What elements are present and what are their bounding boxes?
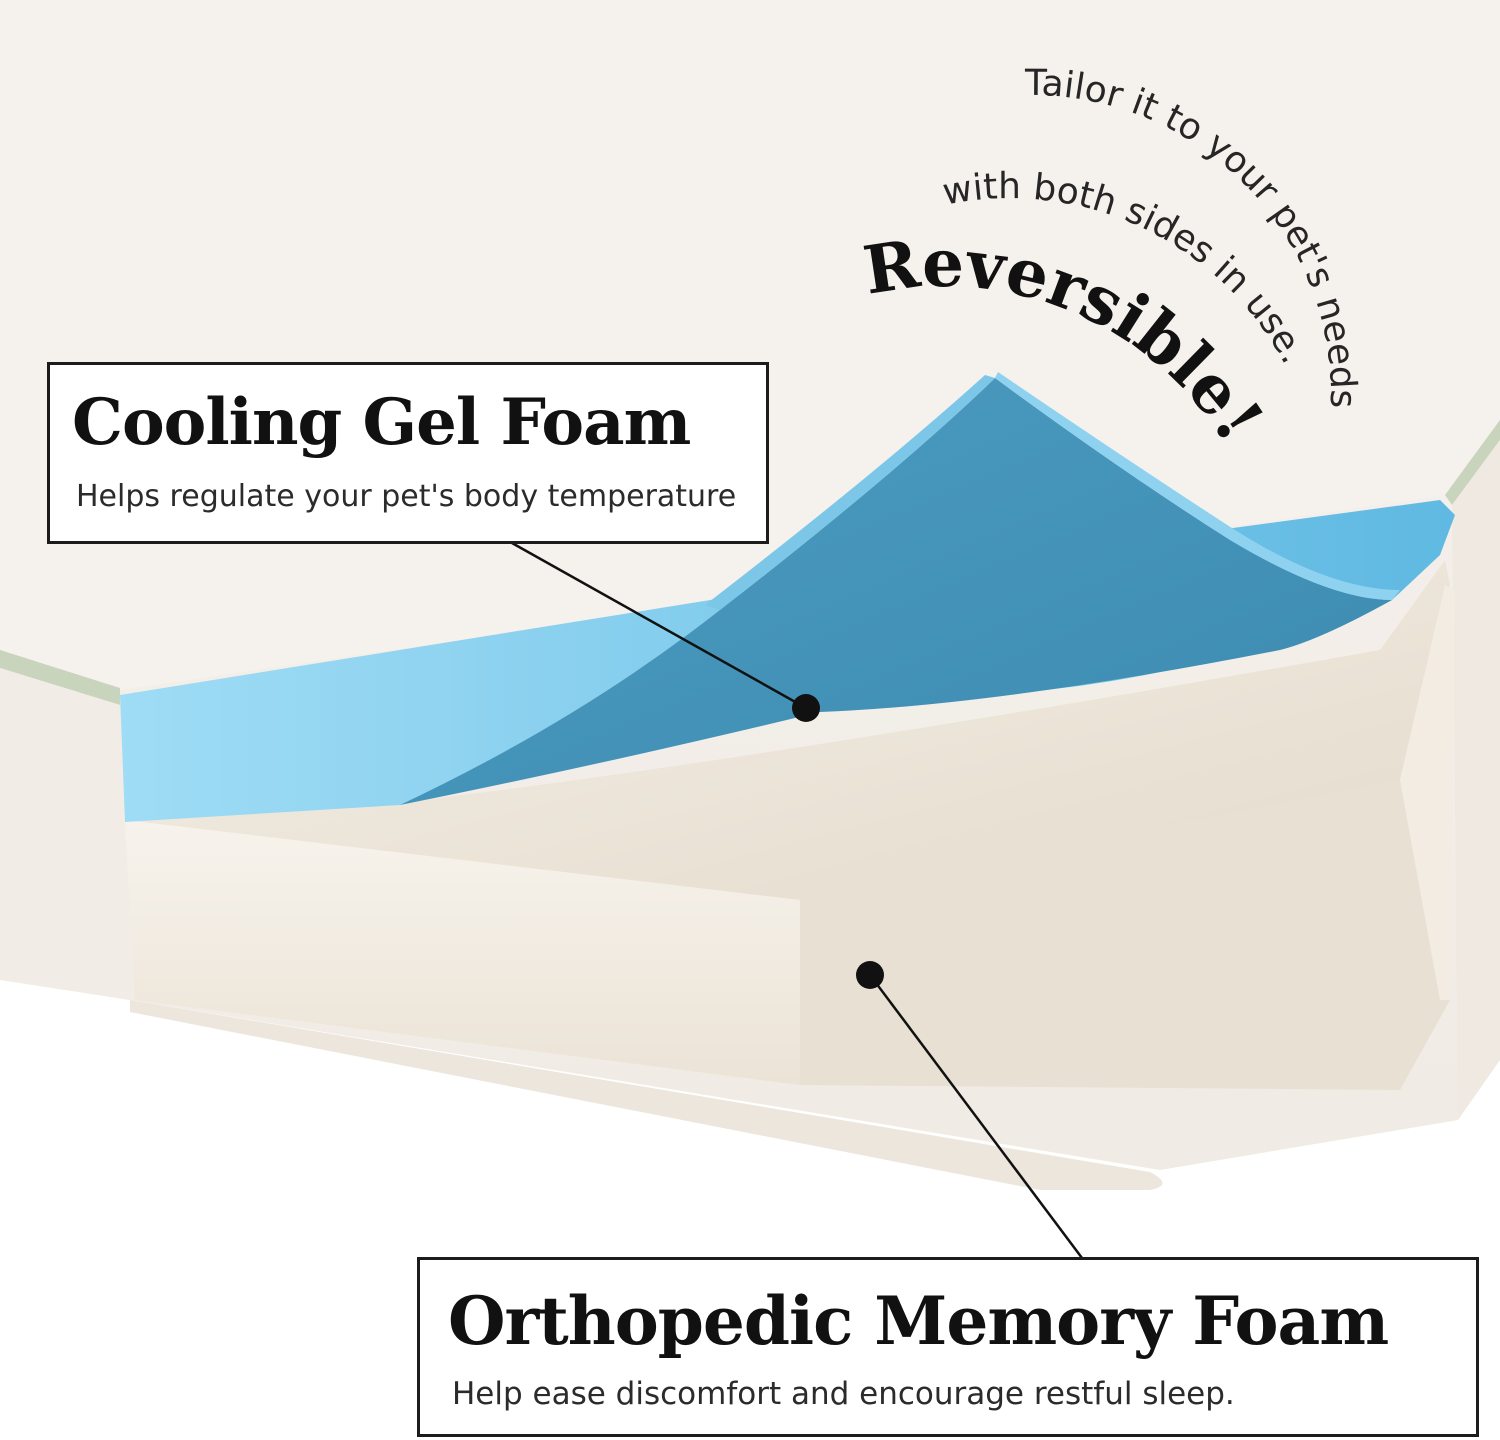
gel-foam-peeled	[400, 378, 1392, 805]
cover-base-edge	[130, 1000, 1163, 1190]
cover-side-left	[0, 668, 130, 1000]
memory-foam-front	[125, 820, 800, 1085]
memory-foam-top	[125, 560, 1450, 900]
gel-leader-line	[511, 541, 807, 710]
memory-foam-subtitle: Help ease discomfort and encourage restf…	[452, 1376, 1235, 1412]
gel-foam-callout: Cooling Gel Foam Helps regulate your pet…	[47, 362, 769, 544]
trim-edge-left	[0, 650, 120, 705]
gel-foam-lift-edge	[705, 375, 995, 610]
trim-edge-right	[1445, 420, 1500, 505]
gel-leader-dot	[792, 694, 820, 722]
ortho-leader-line	[868, 974, 1084, 1259]
memory-foam-right-edge	[1400, 585, 1455, 1000]
gel-foam-subtitle: Helps regulate your pet's body temperatu…	[76, 479, 737, 514]
memory-foam-callout: Orthopedic Memory Foam Help ease discomf…	[417, 1257, 1479, 1437]
gel-foam-title: Cooling Gel Foam	[72, 385, 691, 460]
cover-side-right	[1452, 440, 1500, 1120]
ortho-leader-dot	[856, 961, 884, 989]
memory-foam-right	[800, 585, 1450, 1090]
memory-foam-title: Orthopedic Memory Foam	[448, 1282, 1389, 1360]
